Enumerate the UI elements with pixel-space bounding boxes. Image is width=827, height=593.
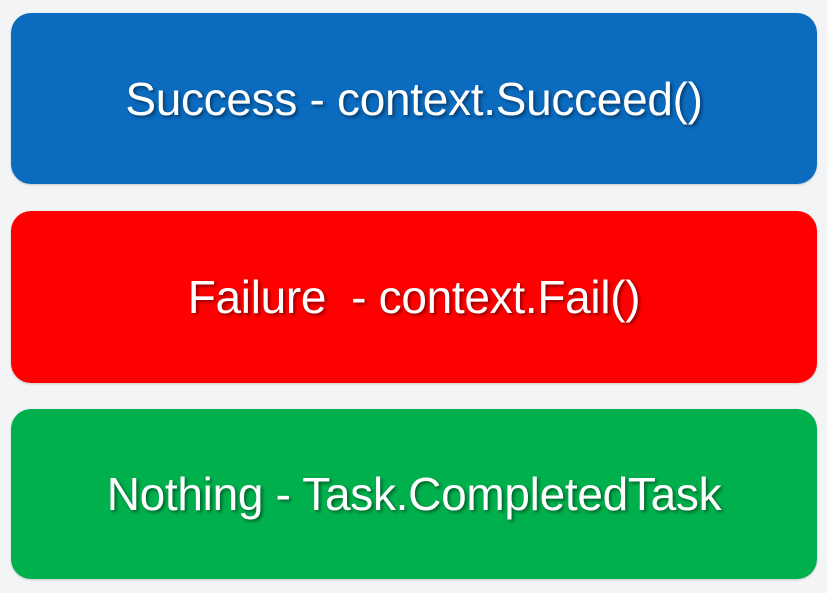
nothing-label: Nothing - Task.CompletedTask <box>106 468 722 520</box>
success-label: Success - context.Succeed() <box>125 72 703 125</box>
nothing-box: Nothing - Task.CompletedTask <box>11 409 817 579</box>
failure-box: Failure - context.Fail() <box>11 211 817 383</box>
failure-label: Failure - context.Fail() <box>187 271 641 323</box>
success-box: Success - context.Succeed() <box>11 13 817 184</box>
